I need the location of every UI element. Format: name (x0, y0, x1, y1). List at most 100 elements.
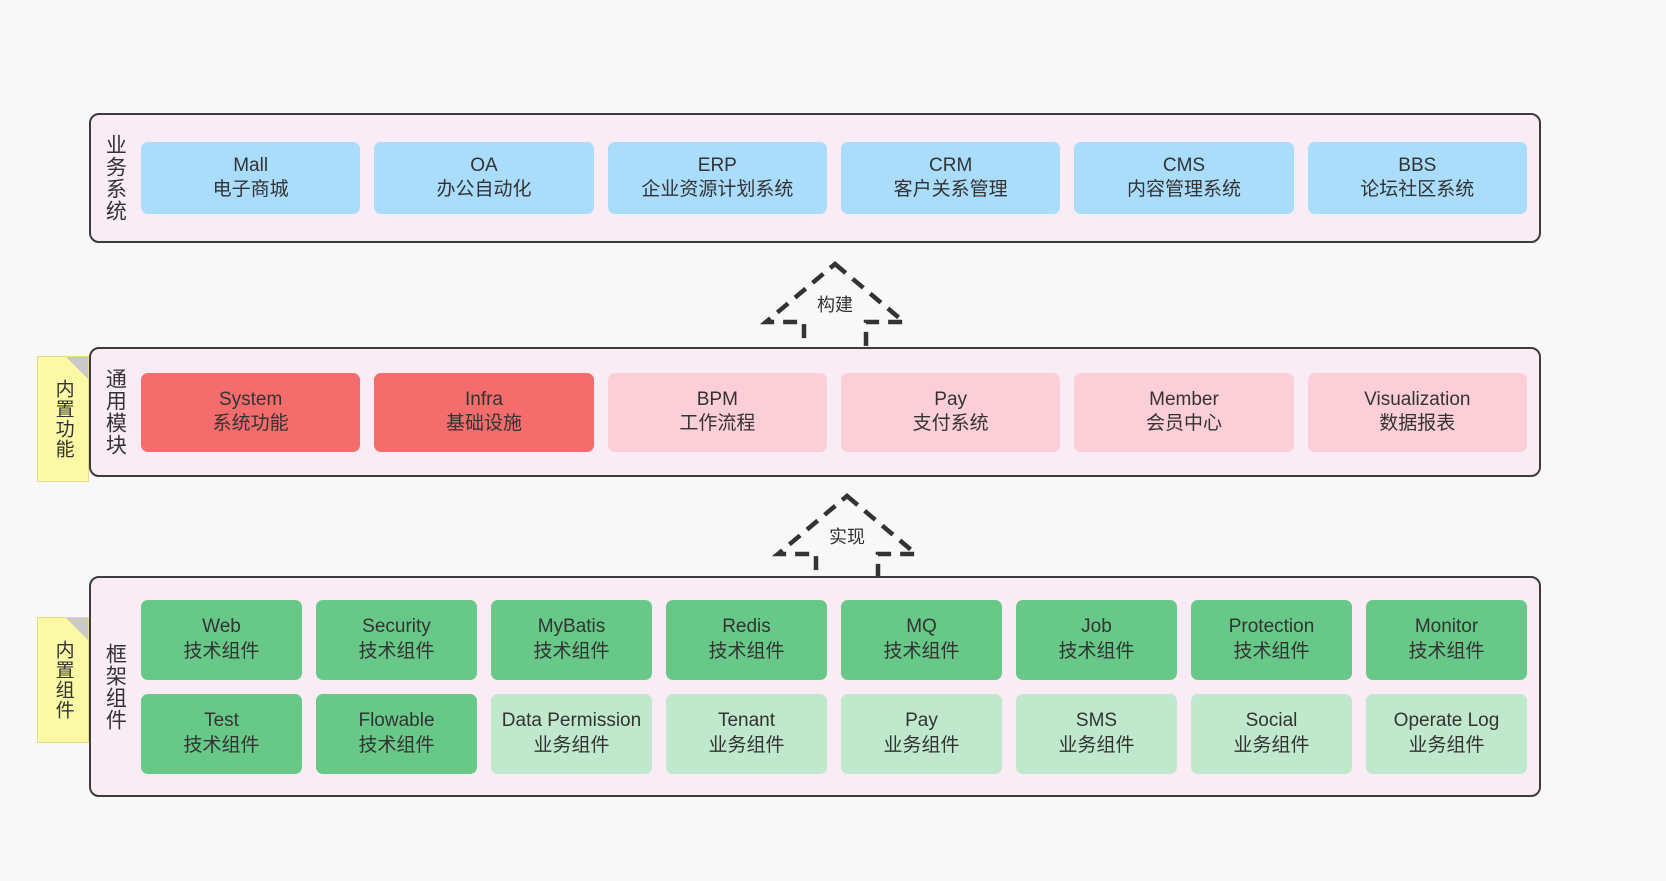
card-subtitle: 技术组件 (883, 640, 960, 662)
card-bpm[interactable]: BPM 工作流程 (607, 372, 827, 452)
layer-label-framework: 框架组件 (103, 642, 127, 731)
card-sms[interactable]: SMS 业务组件 (1016, 693, 1177, 774)
card-title: BBS (1398, 154, 1437, 176)
card-title: System (218, 388, 283, 410)
card-subtitle: 技术组件 (183, 734, 260, 756)
card-subtitle: 技术组件 (183, 640, 260, 662)
card-title: Redis (722, 616, 771, 638)
layer-row: Web 技术组件 Security 技术组件 MyBatis 技术组件 Redi… (141, 599, 1527, 680)
arrow-label-implement: 实现 (829, 527, 865, 547)
card-cms[interactable]: CMS 内容管理系统 (1074, 142, 1294, 214)
layer-body-modules: System 系统功能 Infra 基础设施 BPM 工作流程 Pay 支付系统… (137, 349, 1539, 475)
card-bbs[interactable]: BBS 论坛社区系统 (1307, 142, 1527, 214)
card-title: Visualization (1364, 388, 1471, 410)
card-title: SMS (1075, 710, 1118, 732)
card-subtitle: 业务组件 (883, 734, 960, 756)
card-title: OA (470, 154, 498, 176)
sticky-note-builtin-components: 内置组件 (37, 617, 89, 743)
card-subtitle: 客户关系管理 (893, 179, 1008, 200)
card-flowable[interactable]: Flowable 技术组件 (316, 693, 477, 774)
card-title: Pay (905, 710, 938, 732)
card-monitor[interactable]: Monitor 技术组件 (1366, 599, 1527, 680)
card-crm[interactable]: CRM 客户关系管理 (840, 142, 1061, 214)
card-subtitle: 系统功能 (212, 413, 289, 434)
card-member[interactable]: Member 会员中心 (1074, 372, 1294, 452)
layer-row: System 系统功能 Infra 基础设施 BPM 工作流程 Pay 支付系统… (141, 372, 1527, 452)
card-title: Web (202, 616, 241, 638)
card-title: Infra (464, 388, 503, 410)
card-subtitle: 技术组件 (1058, 640, 1135, 662)
card-mq[interactable]: MQ 技术组件 (841, 599, 1002, 680)
card-visualization[interactable]: Visualization 数据报表 (1307, 372, 1527, 452)
card-title: CRM (929, 154, 973, 176)
card-tenant[interactable]: Tenant 业务组件 (666, 693, 827, 774)
card-title: Member (1149, 388, 1219, 410)
card-subtitle: 技术组件 (708, 640, 785, 662)
card-erp[interactable]: ERP 企业资源计划系统 (607, 142, 827, 214)
card-subtitle: 业务组件 (708, 734, 785, 756)
card-mybatis[interactable]: MyBatis 技术组件 (491, 599, 652, 680)
note-label: 内置组件 (52, 640, 74, 720)
card-subtitle: 电子商城 (212, 179, 289, 200)
card-mall[interactable]: Mall 电子商城 (141, 142, 361, 214)
card-title: CMS (1162, 154, 1206, 176)
layer-body-business: Mall 电子商城 OA 办公自动化 ERP 企业资源计划系统 CRM 客户关系… (137, 115, 1539, 241)
layer-body-framework: Web 技术组件 Security 技术组件 MyBatis 技术组件 Redi… (137, 578, 1539, 795)
card-title: Security (362, 616, 431, 638)
layer-common-modules: 通用模块 System 系统功能 Infra 基础设施 BPM 工作流程 Pay… (89, 347, 1541, 477)
card-title: Tenant (717, 710, 776, 732)
layer-framework-components: 框架组件 Web 技术组件 Security 技术组件 MyBatis 技术组件… (89, 576, 1541, 797)
card-title: MyBatis (537, 616, 606, 638)
card-security[interactable]: Security 技术组件 (316, 599, 477, 680)
card-subtitle: 工作流程 (679, 413, 756, 434)
card-title: Pay (934, 388, 968, 410)
layer-row: Mall 电子商城 OA 办公自动化 ERP 企业资源计划系统 CRM 客户关系… (141, 142, 1527, 214)
card-subtitle: 内容管理系统 (1126, 179, 1241, 200)
card-title: Job (1081, 616, 1112, 638)
card-protection[interactable]: Protection 技术组件 (1191, 599, 1352, 680)
card-subtitle: 企业资源计划系统 (641, 179, 794, 200)
card-title: Data Permission (501, 710, 642, 732)
card-subtitle: 技术组件 (1408, 640, 1485, 662)
card-title: Test (204, 710, 239, 732)
card-subtitle: 办公自动化 (436, 179, 532, 200)
layer-label-business: 业务系统 (103, 134, 127, 222)
note-label: 内置功能 (52, 379, 74, 459)
card-subtitle: 技术组件 (358, 640, 435, 662)
card-redis[interactable]: Redis 技术组件 (666, 599, 827, 680)
card-subtitle: 业务组件 (1233, 734, 1310, 756)
card-title: BPM (696, 388, 738, 410)
card-title: Social (1245, 710, 1298, 732)
card-oa[interactable]: OA 办公自动化 (374, 142, 594, 214)
card-subtitle: 技术组件 (1233, 640, 1310, 662)
card-title: Protection (1228, 616, 1315, 638)
layer-label-modules: 通用模块 (103, 368, 127, 456)
card-subtitle: 支付系统 (912, 413, 989, 434)
card-title: Operate Log (1393, 710, 1500, 732)
layer-business-systems: 业务系统 Mall 电子商城 OA 办公自动化 ERP 企业资源计划系统 CRM… (89, 113, 1541, 243)
card-subtitle: 业务组件 (1408, 734, 1485, 756)
card-pay-component[interactable]: Pay 业务组件 (841, 693, 1002, 774)
generalization-arrow-build: 构建 (760, 258, 910, 354)
card-data-permission[interactable]: Data Permission 业务组件 (491, 693, 652, 774)
card-operate-log[interactable]: Operate Log 业务组件 (1366, 693, 1527, 774)
folded-corner-icon (66, 618, 88, 640)
card-subtitle: 业务组件 (1058, 734, 1135, 756)
card-subtitle: 技术组件 (358, 734, 435, 756)
sticky-note-builtin-functions: 内置功能 (37, 356, 89, 482)
card-test[interactable]: Test 技术组件 (141, 693, 302, 774)
card-subtitle: 业务组件 (533, 734, 610, 756)
arrow-label-build: 构建 (817, 295, 853, 315)
card-web[interactable]: Web 技术组件 (141, 599, 302, 680)
card-title: Monitor (1414, 616, 1479, 638)
card-job[interactable]: Job 技术组件 (1016, 599, 1177, 680)
folded-corner-icon (66, 357, 88, 379)
card-social[interactable]: Social 业务组件 (1191, 693, 1352, 774)
card-infra[interactable]: Infra 基础设施 (374, 372, 594, 452)
card-system[interactable]: System 系统功能 (141, 372, 361, 452)
card-pay-module[interactable]: Pay 支付系统 (840, 372, 1061, 452)
card-title: Mall (233, 154, 269, 176)
card-subtitle: 数据报表 (1379, 413, 1456, 434)
card-subtitle: 基础设施 (445, 413, 522, 434)
